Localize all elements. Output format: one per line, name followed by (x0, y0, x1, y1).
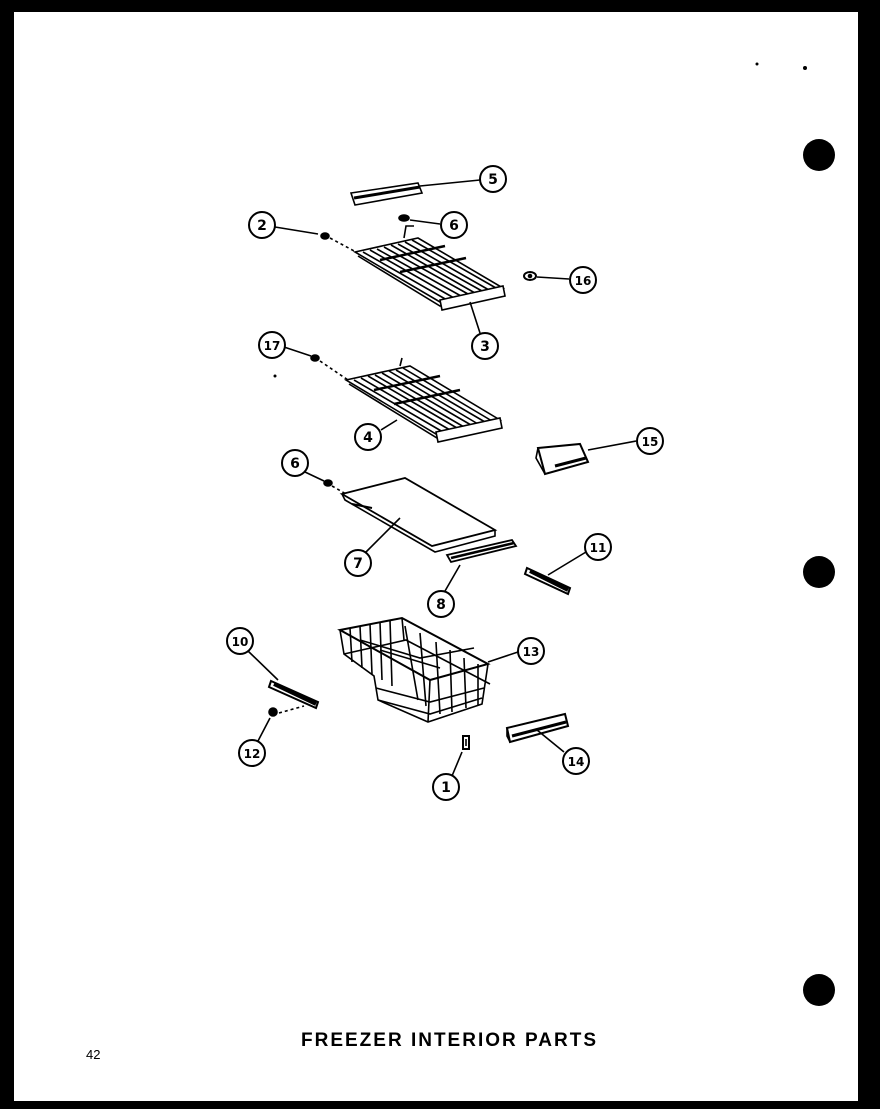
callout-label: 15 (642, 435, 659, 449)
callout-label: 8 (436, 597, 446, 613)
callout-label: 17 (264, 339, 281, 353)
callout-circle (440, 211, 468, 239)
part-3-wire-shelf (352, 225, 506, 311)
callout-c10: 10 (226, 627, 254, 655)
part-6-clip-upper (398, 214, 410, 222)
callout-c7: 7 (344, 549, 372, 577)
callout-circle (344, 549, 372, 577)
callout-label: 11 (590, 541, 607, 555)
callout-c8: 8 (427, 590, 455, 618)
callout-label: 7 (353, 556, 363, 572)
leader-17 (283, 346, 312, 357)
part-11-rail (523, 566, 572, 596)
part-15-tray (535, 442, 590, 476)
callout-label: 16 (575, 274, 592, 288)
callout-c3: 3 (471, 332, 499, 360)
callout-circle (479, 165, 507, 193)
callout-c6b: 6 (281, 449, 309, 477)
leader-16 (536, 276, 570, 280)
page-number: 42 (86, 1047, 101, 1062)
callout-label: 12 (244, 747, 261, 761)
callout-label: 2 (257, 218, 267, 234)
leader-13 (487, 651, 519, 663)
callout-c11: 11 (584, 533, 612, 561)
callout-label: 3 (480, 339, 490, 355)
leader-6b (304, 471, 325, 482)
callout-circle (238, 739, 266, 767)
leader-15 (587, 440, 637, 451)
dash-12 (278, 705, 305, 714)
callout-c14: 14 (562, 747, 590, 775)
callout-circle (569, 266, 597, 294)
callout-c16: 16 (569, 266, 597, 294)
speck (803, 66, 807, 70)
binder-hole (803, 556, 835, 588)
callout-circle (584, 533, 612, 561)
speck (273, 374, 277, 378)
leader-4 (380, 419, 398, 431)
speck (755, 62, 759, 66)
leader-12 (257, 717, 271, 742)
leader-8 (444, 564, 461, 592)
callout-c1: 1 (432, 773, 460, 801)
callout-circle (248, 211, 276, 239)
callout-c12: 12 (238, 739, 266, 767)
part-4-wire-shelf (343, 357, 503, 443)
part-13-wire-basket (337, 616, 491, 723)
callout-circle (432, 773, 460, 801)
part-17-stud (310, 354, 320, 362)
diagram-sheet: 5 6 2 16 3 17 4 15 6 7 8 11 10 13 12 1 14 FREEZER INTERI… (14, 12, 858, 1101)
leader-5 (419, 179, 481, 187)
page-title: FREEZER INTERIOR PARTS (301, 1030, 598, 1051)
callout-c15: 15 (636, 427, 664, 455)
callout-label: 6 (449, 218, 459, 234)
part-8-trim (445, 538, 518, 564)
binder-hole (803, 974, 835, 1006)
callout-c17: 17 (258, 331, 286, 359)
leader-1 (451, 751, 463, 777)
callout-circle (258, 331, 286, 359)
callout-c13: 13 (517, 637, 545, 665)
callout-circle (471, 332, 499, 360)
callout-c5: 5 (479, 165, 507, 193)
leader-2 (274, 226, 319, 235)
part-12-stud (268, 707, 278, 717)
callout-label: 10 (232, 635, 249, 649)
part-14-trim (505, 712, 570, 744)
callout-circle (354, 423, 382, 451)
leader-11 (547, 551, 587, 576)
callout-label: 6 (290, 456, 300, 472)
callout-label: 5 (488, 172, 498, 188)
callout-label: 14 (568, 755, 585, 769)
part-10-rail (267, 679, 320, 710)
callout-c2: 2 (248, 211, 276, 239)
dash-17 (319, 360, 349, 381)
part-6-stud-lower (323, 479, 333, 487)
callout-label: 1 (441, 780, 451, 796)
leader-14 (536, 729, 565, 753)
dash-2 (329, 237, 357, 253)
callout-circle (427, 590, 455, 618)
callout-circle (636, 427, 664, 455)
part-2-stud (320, 232, 330, 240)
part-5-trim (349, 182, 424, 206)
leader-3 (469, 301, 481, 334)
callout-c6a: 6 (440, 211, 468, 239)
leader-10 (247, 650, 279, 681)
callout-circle (226, 627, 254, 655)
part-1-screw (462, 735, 470, 750)
callout-c4: 4 (354, 423, 382, 451)
exploded-parts-diagram: 5 6 2 16 3 17 4 15 6 7 8 11 10 13 12 1 14 (226, 62, 835, 1006)
leader-6a (409, 219, 441, 225)
binder-hole (803, 139, 835, 171)
part-16-clip (523, 271, 537, 281)
callout-circle (517, 637, 545, 665)
callout-circle (562, 747, 590, 775)
leader-7 (364, 517, 401, 554)
callout-label: 4 (363, 430, 373, 446)
callout-label: 13 (523, 645, 540, 659)
part-7-glass-shelf (339, 477, 498, 553)
callout-circle (281, 449, 309, 477)
